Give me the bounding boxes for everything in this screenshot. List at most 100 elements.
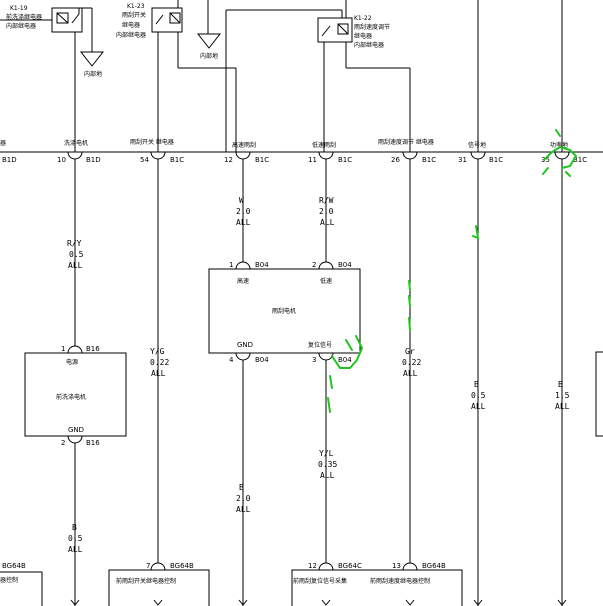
label-connector_row-pins-5-num: 31 — [458, 156, 467, 164]
ground-2-label: 内部地 — [200, 52, 218, 60]
label-wires-w8-color: B — [239, 483, 244, 492]
diagram-path — [329, 375, 333, 389]
label-bottom-b3-num: 13 — [392, 562, 401, 570]
label-wiper_motor-pin3-num: 3 — [312, 356, 316, 364]
label-connector_row-pins-3-label: 低速雨刮 — [312, 141, 336, 149]
diagram-path — [345, 339, 353, 351]
label-washer_motor-pin2-label: GND — [68, 426, 84, 434]
diagram-path — [542, 167, 549, 175]
diagram-line — [71, 13, 80, 24]
label-washer_motor-pin2-conn: B16 — [86, 439, 100, 447]
washer-motor-name: 前洗涤电机 — [56, 393, 86, 401]
diagram-line — [169, 12, 181, 24]
label-washer_motor-pin2-num: 2 — [61, 439, 65, 447]
label-wiper_motor-pin4-num: 4 — [229, 356, 234, 364]
wire-label-b-20: B 2.0 ALL — [236, 483, 251, 514]
diagram-line — [155, 14, 164, 25]
ground-symbol-1: 内部地 — [79, 51, 105, 78]
diagram-path — [472, 225, 480, 240]
label-bottom-left-conn: BG64B — [2, 562, 26, 570]
label-wires-w4-gauge: 2.0 — [319, 207, 334, 216]
label-wires-w10-opt: ALL — [68, 545, 83, 554]
diagram-polyline — [405, 599, 415, 606]
wiper-motor: 1 B04 2 B04 高速 低速 雨刮电机 GND 复位信号 4 B04 3 … — [208, 261, 361, 364]
label-wiper_motor-pin1-label: 高速 — [237, 277, 249, 285]
diagram-path — [470, 151, 486, 160]
diagram-path — [67, 435, 83, 444]
diagram-path — [235, 352, 251, 361]
label-connector_row-pins-0-label: 洗涤电机 — [64, 139, 88, 147]
wire-label-b-05-right: B 0.5 ALL — [471, 380, 486, 411]
diagram-path — [327, 397, 331, 413]
label-wires-w6-gauge: 0.5 — [471, 391, 486, 400]
diagram-path — [565, 171, 571, 177]
label-wiper_motor-pin3-conn: B04 — [338, 356, 352, 364]
relay-k1-19-id: K1-19 — [10, 5, 28, 12]
diagram-path — [235, 151, 251, 160]
label-connector_row-pins-2-num: 12 — [224, 156, 233, 164]
connector-pin-26: 雨刮速度调节 继电器 26 B1C — [378, 138, 436, 164]
diagram-path — [408, 295, 411, 307]
label-bottom-b2-conn: BG64C — [338, 562, 362, 570]
diagram-path — [402, 151, 418, 160]
label-connector_row-pins-5-conn: B1C — [489, 156, 503, 164]
label-wires-w9-opt: ALL — [320, 471, 335, 480]
label-connector_row-pins-1-num: 54 — [140, 156, 149, 164]
label-connector_row-pins-5-label: 信号地 — [468, 141, 486, 149]
label-wiper_motor-pin4-label: GND — [237, 341, 253, 349]
wiper-motor-name: 雨刮电机 — [272, 307, 296, 315]
diagram-line — [321, 25, 331, 37]
bottom-connector-wiper-switch-relay: 7 BG64B 前雨刮开关继电器控制 — [108, 562, 210, 606]
diagram-path — [318, 261, 334, 270]
label-wires-w9-color: Y/L — [319, 449, 334, 458]
label-wires-w10-color: B — [72, 523, 77, 532]
diagram-polyline — [473, 599, 483, 606]
label-wires-w6-opt: ALL — [471, 402, 486, 411]
diagram-path — [150, 562, 166, 571]
label-bottom-b2-num: 12 — [308, 562, 317, 570]
diagram-path — [235, 261, 251, 270]
label-wiper_motor-pin2-num: 2 — [312, 261, 316, 269]
diagram-rect — [169, 12, 181, 24]
diagram-polyline — [557, 599, 567, 606]
label-wires-w10-gauge: 0.5 — [68, 534, 83, 543]
label-wiper_motor-pin2-label: 低速 — [320, 277, 332, 285]
diagram-path — [67, 345, 83, 354]
ground-symbol-2: 内部地 — [196, 33, 222, 60]
diagram-line — [56, 12, 69, 24]
relay-k1-22: K1-22 雨刮速度调节 继电器 内部继电器 — [317, 15, 390, 49]
label-connector_row-pins-3-num: 11 — [308, 156, 317, 164]
relay-k1-22-name: 雨刮速度调节 — [354, 23, 390, 31]
label-bottom-b2-label: 前雨刮复位信号采集 — [293, 577, 347, 585]
label-wires-w1-gauge: 0.5 — [69, 250, 84, 259]
green-annotation-marks — [327, 129, 578, 413]
diagram-path — [150, 151, 166, 160]
label-wiper_motor-pin4-conn: B04 — [255, 356, 269, 364]
label-wires-w3-opt: ALL — [236, 218, 251, 227]
relay-k1-22-name2: 继电器 — [354, 32, 372, 40]
wire-label-b-15: B 1.5 ALL — [555, 380, 570, 411]
relay-k1-22-id: K1-22 — [354, 15, 372, 22]
label-bottom-b1-conn: BG64B — [170, 562, 194, 570]
relay-k1-23-type: 内部继电器 — [116, 31, 146, 39]
diagram-polyline — [70, 599, 80, 606]
wire-label-w: W 2.0 ALL — [236, 196, 251, 227]
label-wiper_motor-pin1-conn: B04 — [255, 261, 269, 269]
wire-label-rw: R/W 2.0 ALL — [319, 196, 335, 227]
diagram-polyline — [238, 599, 248, 606]
label-wires-w3-gauge: 2.0 — [236, 207, 251, 216]
label-washer_motor-pin1-label: 电源 — [66, 358, 78, 366]
wire-label-yg: Y/G 0.22 ALL — [150, 347, 169, 378]
label-washer_motor-pin1-conn: B16 — [86, 345, 100, 353]
label-connector_row-pins-1-label: 雨刮开关 继电器 — [130, 138, 174, 146]
label-wires-w5-gauge: 0.22 — [402, 358, 421, 367]
diagram-rect — [56, 12, 69, 24]
relay-k1-19-name: 前洗涤继电器 — [6, 13, 42, 21]
bottom-connector-left: BG64B 器控制 — [0, 562, 43, 606]
diagram-path — [318, 151, 334, 160]
label-wiper_motor-pin3-label: 复位信号 — [308, 341, 332, 349]
diagram-path — [543, 145, 578, 169]
label-connector_row-pins-6-label: 功率地 — [550, 141, 568, 149]
label-wires-w7-color: B — [558, 380, 563, 389]
